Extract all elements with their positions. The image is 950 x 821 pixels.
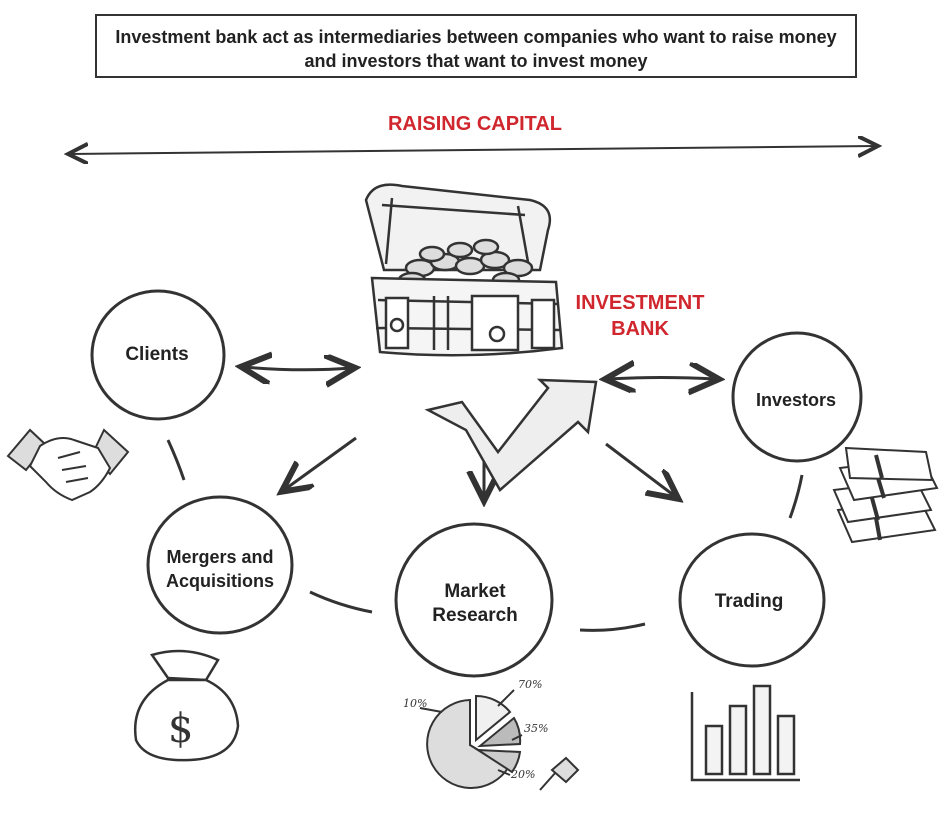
investors-circle xyxy=(731,331,863,463)
trading-label: Trading xyxy=(714,591,784,612)
pushpin-icon xyxy=(539,756,580,791)
investors-label: Investors xyxy=(755,390,837,410)
svg-text:$: $ xyxy=(168,706,193,752)
clients-label: Clients xyxy=(125,344,189,365)
pie-label-10: 10% xyxy=(403,697,428,710)
connector-research-trading xyxy=(579,622,646,632)
investment-bank-label: INVESTMENT BANK xyxy=(575,292,705,340)
pie-label-20: 20% xyxy=(511,768,536,781)
pie-chart-icon xyxy=(419,689,523,789)
arrow-bank-trading xyxy=(605,442,676,497)
market-research-label: Market Research xyxy=(432,581,518,626)
mergers-acquisitions-label: Mergers and Acquisitions xyxy=(165,547,274,591)
handshake-icon xyxy=(6,428,130,502)
arrow-bank-mergers xyxy=(284,436,357,490)
connector-investors-trading xyxy=(788,474,804,519)
pie-label-35: 35% xyxy=(524,722,549,735)
pie-label-70: 70% xyxy=(518,678,543,691)
treasure-chest-icon xyxy=(364,183,564,357)
connector-clients-mergers xyxy=(166,439,186,481)
header-banner: Investment bank act as intermediaries be… xyxy=(95,14,857,78)
raising-capital-label: RAISING CAPITAL xyxy=(387,113,563,135)
raising-capital-arrow xyxy=(70,146,876,154)
bar-chart-icon xyxy=(690,684,800,782)
clients-circle xyxy=(90,289,226,421)
arrow-bank-investors xyxy=(608,378,716,380)
connector-mergers-research xyxy=(309,590,373,614)
mergers-circle xyxy=(146,495,294,635)
trading-circle xyxy=(678,532,826,668)
research-circle xyxy=(394,522,554,678)
money-stack-icon xyxy=(832,446,939,544)
header-text: Investment bank act as intermediaries be… xyxy=(115,27,837,71)
money-bag-icon: $ xyxy=(133,649,240,762)
arrow-bank-clients xyxy=(244,367,352,370)
growth-arrow-icon xyxy=(424,378,598,492)
